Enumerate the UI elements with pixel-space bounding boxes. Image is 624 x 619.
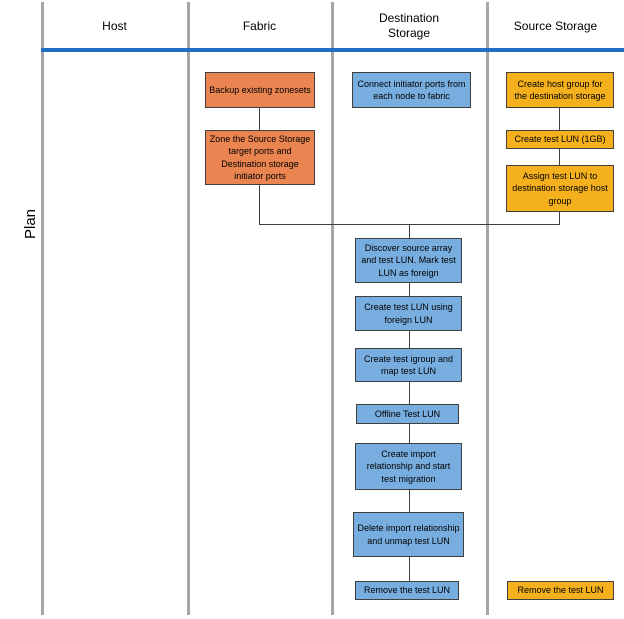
box-backup-zonesets: Backup existing zonesets bbox=[205, 72, 315, 108]
box-delete-import-relationship: Delete import relationship and unmap tes… bbox=[353, 512, 464, 557]
connector-line bbox=[409, 283, 410, 296]
box-create-test-lun-1gb: Create test LUN (1GB) bbox=[506, 130, 614, 149]
lane-divider bbox=[331, 2, 334, 615]
box-discover-source-array: Discover source array and test LUN. Mark… bbox=[355, 238, 462, 283]
box-create-test-igroup: Create test igroup and map test LUN bbox=[355, 348, 462, 382]
lane-divider bbox=[187, 2, 190, 615]
connector-line bbox=[559, 212, 560, 225]
phase-label-plan: Plan bbox=[22, 208, 39, 240]
connector-line bbox=[259, 108, 260, 130]
box-offline-test-lun: Offline Test LUN bbox=[356, 404, 459, 424]
box-connect-initiator-ports: Connect initiator ports from each node t… bbox=[352, 72, 471, 108]
box-zone-storage-ports: Zone the Source Storage target ports and… bbox=[205, 130, 315, 185]
lane-header-source-storage: Source Storage bbox=[487, 6, 624, 46]
connector-line bbox=[559, 108, 560, 130]
box-remove-test-lun-source: Remove the test LUN bbox=[507, 581, 614, 600]
lane-header-host: Host bbox=[42, 6, 187, 46]
lane-header-label: Source Storage bbox=[513, 18, 598, 33]
connector-line bbox=[409, 382, 410, 404]
connector-line bbox=[409, 424, 410, 443]
lane-header-fabric: Fabric bbox=[188, 6, 331, 46]
lane-divider bbox=[486, 2, 489, 615]
box-create-host-group: Create host group for the destination st… bbox=[506, 72, 614, 108]
lane-header-destination-storage: Destination Storage bbox=[332, 6, 486, 46]
connector-line bbox=[559, 149, 560, 165]
connector-line bbox=[409, 225, 410, 238]
lane-header-label: Fabric bbox=[242, 18, 277, 33]
connector-line bbox=[409, 331, 410, 348]
box-create-test-lun-foreign: Create test LUN using foreign LUN bbox=[355, 296, 462, 331]
box-create-import-relationship: Create import relationship and start tes… bbox=[355, 443, 462, 490]
box-remove-test-lun-destination: Remove the test LUN bbox=[355, 581, 459, 600]
connector-line bbox=[409, 490, 410, 512]
header-rule bbox=[41, 48, 624, 52]
connector-line bbox=[259, 224, 560, 225]
lane-header-label: Host bbox=[102, 18, 127, 33]
lane-header-label: Destination Storage bbox=[378, 11, 440, 40]
lane-divider bbox=[41, 2, 44, 615]
box-assign-test-lun: Assign test LUN to destination storage h… bbox=[506, 165, 614, 212]
connector-line bbox=[259, 185, 260, 225]
connector-line bbox=[409, 557, 410, 581]
